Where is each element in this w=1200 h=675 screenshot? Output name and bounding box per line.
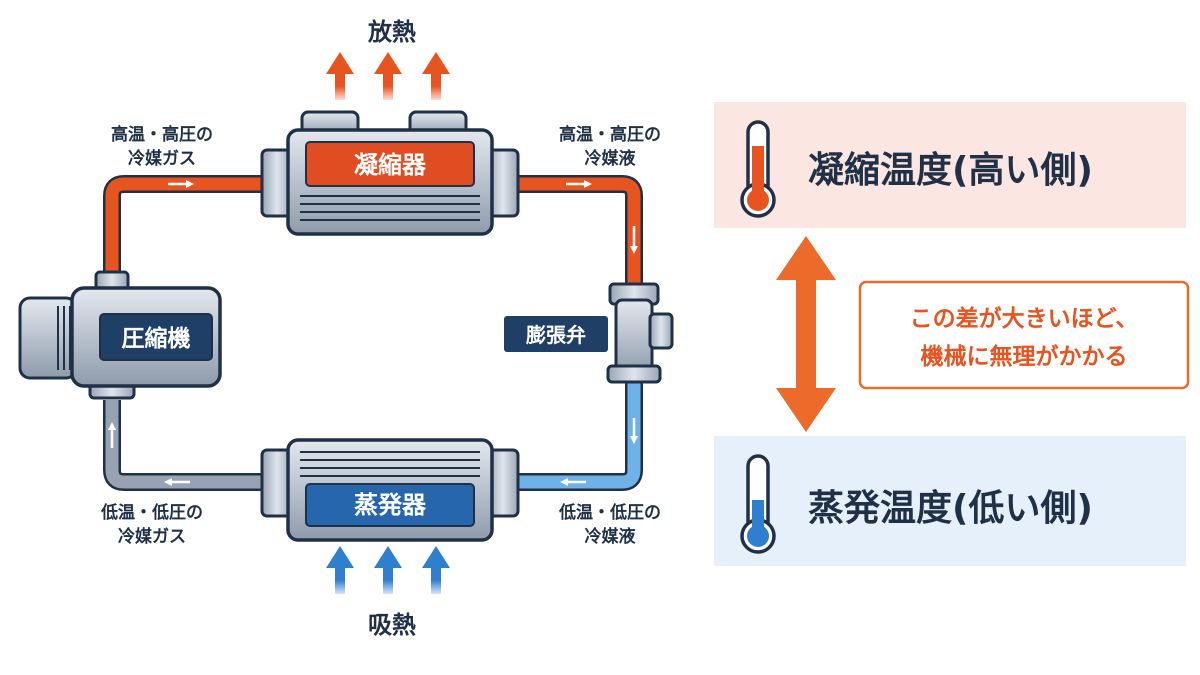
flow-label-bottom-right: 低温・低圧の 冷媒液 [558, 502, 661, 547]
pipe-cold-liquid [516, 372, 643, 491]
pipe-low-gas [103, 400, 262, 491]
heat-release-label: 放熱 [367, 18, 416, 46]
strain-note-line: 機械に無理がかかる [921, 343, 1128, 370]
heat-absorb-arrows [326, 546, 450, 594]
expansion-valve-tag [504, 316, 608, 352]
heat-up-arrow-icon [374, 52, 402, 100]
flow-label-line: 高温・高圧の [559, 124, 661, 145]
flow-label-top-right: 高温・高圧の 冷媒液 [559, 124, 661, 169]
flow-label-line: 冷媒ガス [128, 148, 196, 169]
flow-arrow-down-icon [630, 418, 638, 444]
heat-absorb-label: 吸熱 [368, 611, 416, 639]
flow-arrow-left-icon [164, 478, 190, 486]
compressor: 圧縮機 [18, 270, 222, 400]
condenser-tag [305, 141, 475, 187]
condensing-temperature-box: 凝縮温度(高い側) [714, 102, 1186, 228]
temperature-difference-arrow-icon [776, 236, 836, 432]
evaporating-temperature-title: 蒸発温度(低い側) [808, 488, 1093, 529]
expansion-valve: 膨張弁 [504, 282, 674, 384]
flow-arrows [108, 180, 638, 486]
flow-arrow-down-icon [630, 226, 638, 254]
pipe-hot-gas [103, 175, 262, 282]
thermometer-hot-icon [740, 120, 776, 218]
flow-label-line: 高温・高圧の [111, 124, 213, 145]
flow-arrow-right-icon [566, 180, 592, 188]
flow-label-bottom-left: 低温・低圧の 冷媒ガス [100, 502, 203, 547]
expansion-valve-label: 膨張弁 [525, 323, 586, 347]
refrigerant-pipes [103, 175, 643, 491]
flow-label-line: 冷媒液 [585, 148, 636, 169]
strain-note-box: この差が大きいほど、 機械に無理がかかる [858, 280, 1190, 390]
flow-label-line: 低温・低圧の [100, 502, 203, 523]
condenser: 凝縮器 [260, 110, 520, 236]
evaporator: 蒸発器 [260, 438, 520, 542]
flow-arrow-left-icon [560, 478, 586, 486]
strain-note-line: この差が大きいほど、 [910, 305, 1139, 332]
heat-up-arrow-icon [326, 546, 354, 594]
heat-up-arrow-icon [374, 546, 402, 594]
condenser-label: 凝縮器 [354, 151, 427, 179]
heat-up-arrow-icon [422, 546, 450, 594]
flow-label-top-left: 高温・高圧の 冷媒ガス [111, 124, 213, 169]
flow-label-line: 冷媒ガス [118, 526, 186, 547]
compressor-label: 圧縮機 [122, 325, 191, 352]
flow-arrow-up-icon [108, 422, 116, 448]
condensing-temperature-title: 凝縮温度(高い側) [808, 150, 1093, 191]
evaporator-tag [305, 483, 475, 527]
pipe-hot-liquid [516, 175, 643, 290]
flow-label-line: 低温・低圧の [558, 502, 661, 523]
flow-arrow-right-icon [168, 180, 194, 188]
evaporator-label: 蒸発器 [354, 491, 427, 519]
flow-label-line: 冷媒液 [585, 526, 636, 547]
heat-release-arrows [326, 52, 450, 100]
thermometer-cold-icon [740, 454, 776, 554]
heat-up-arrow-icon [326, 52, 354, 100]
compressor-tag [99, 313, 213, 361]
evaporating-temperature-box: 蒸発温度(低い側) [714, 436, 1186, 566]
heat-up-arrow-icon [422, 52, 450, 100]
